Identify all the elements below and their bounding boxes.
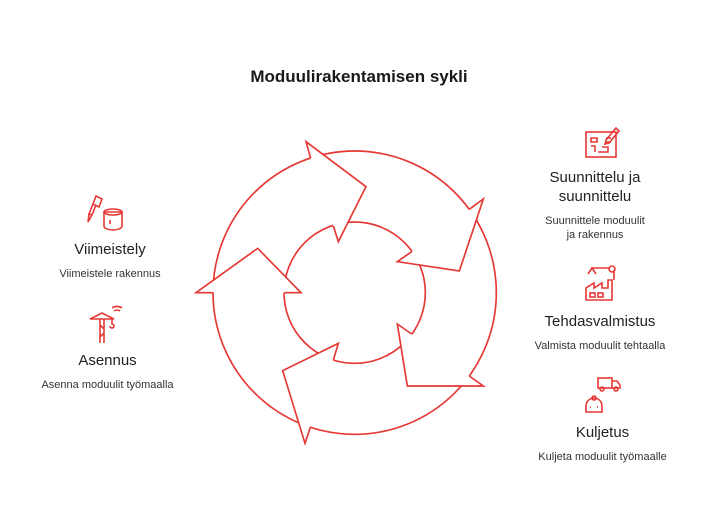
arrow-2 — [395, 196, 485, 272]
arrow-3 — [396, 322, 486, 387]
step-title: Suunnittelu ja suunnittelu — [549, 169, 641, 205]
cycle-diagram — [193, 139, 498, 447]
step-title: Tehdasvalmistus — [544, 313, 656, 330]
step-description: Kuljeta moduulit työmaalle — [538, 451, 667, 463]
truck-robot-icon — [585, 377, 621, 413]
step-installation: Asennus Asenna moduulit työmaalla — [35, 351, 180, 392]
crane-icon — [89, 305, 123, 343]
step-title: Kuljetus — [575, 424, 630, 441]
step-description: Valmista moduulit tehtaalla — [534, 340, 666, 352]
blueprint-pencil-icon — [585, 126, 620, 158]
step-design: Suunnittelu ja suunnittelu Suunnittele m… — [540, 168, 650, 242]
step-manufacturing: Tehdasvalmistus Valmista moduulit tehtaa… — [530, 312, 670, 353]
step-description: Asenna moduulit työmaalla — [41, 379, 174, 391]
step-transport: Kuljetus Kuljeta moduulit työmaalle — [530, 423, 675, 464]
arrow-4 — [281, 341, 340, 447]
step-finishing: Viimeistely Viimeistele rakennus — [45, 240, 175, 281]
arrow-5 — [193, 247, 303, 294]
step-title: Viimeistely — [74, 241, 146, 258]
factory-robot-arm-icon — [585, 265, 616, 301]
step-title: Asennus — [78, 352, 137, 369]
diagram-title: Moduulirakentamisen sykli — [250, 67, 468, 86]
paint-brush-bucket-icon — [87, 194, 123, 231]
arrow-1 — [304, 139, 368, 244]
step-description: Viimeistele rakennus — [59, 268, 161, 280]
step-description: Suunnittele moduulit ja rakennus — [545, 215, 645, 241]
